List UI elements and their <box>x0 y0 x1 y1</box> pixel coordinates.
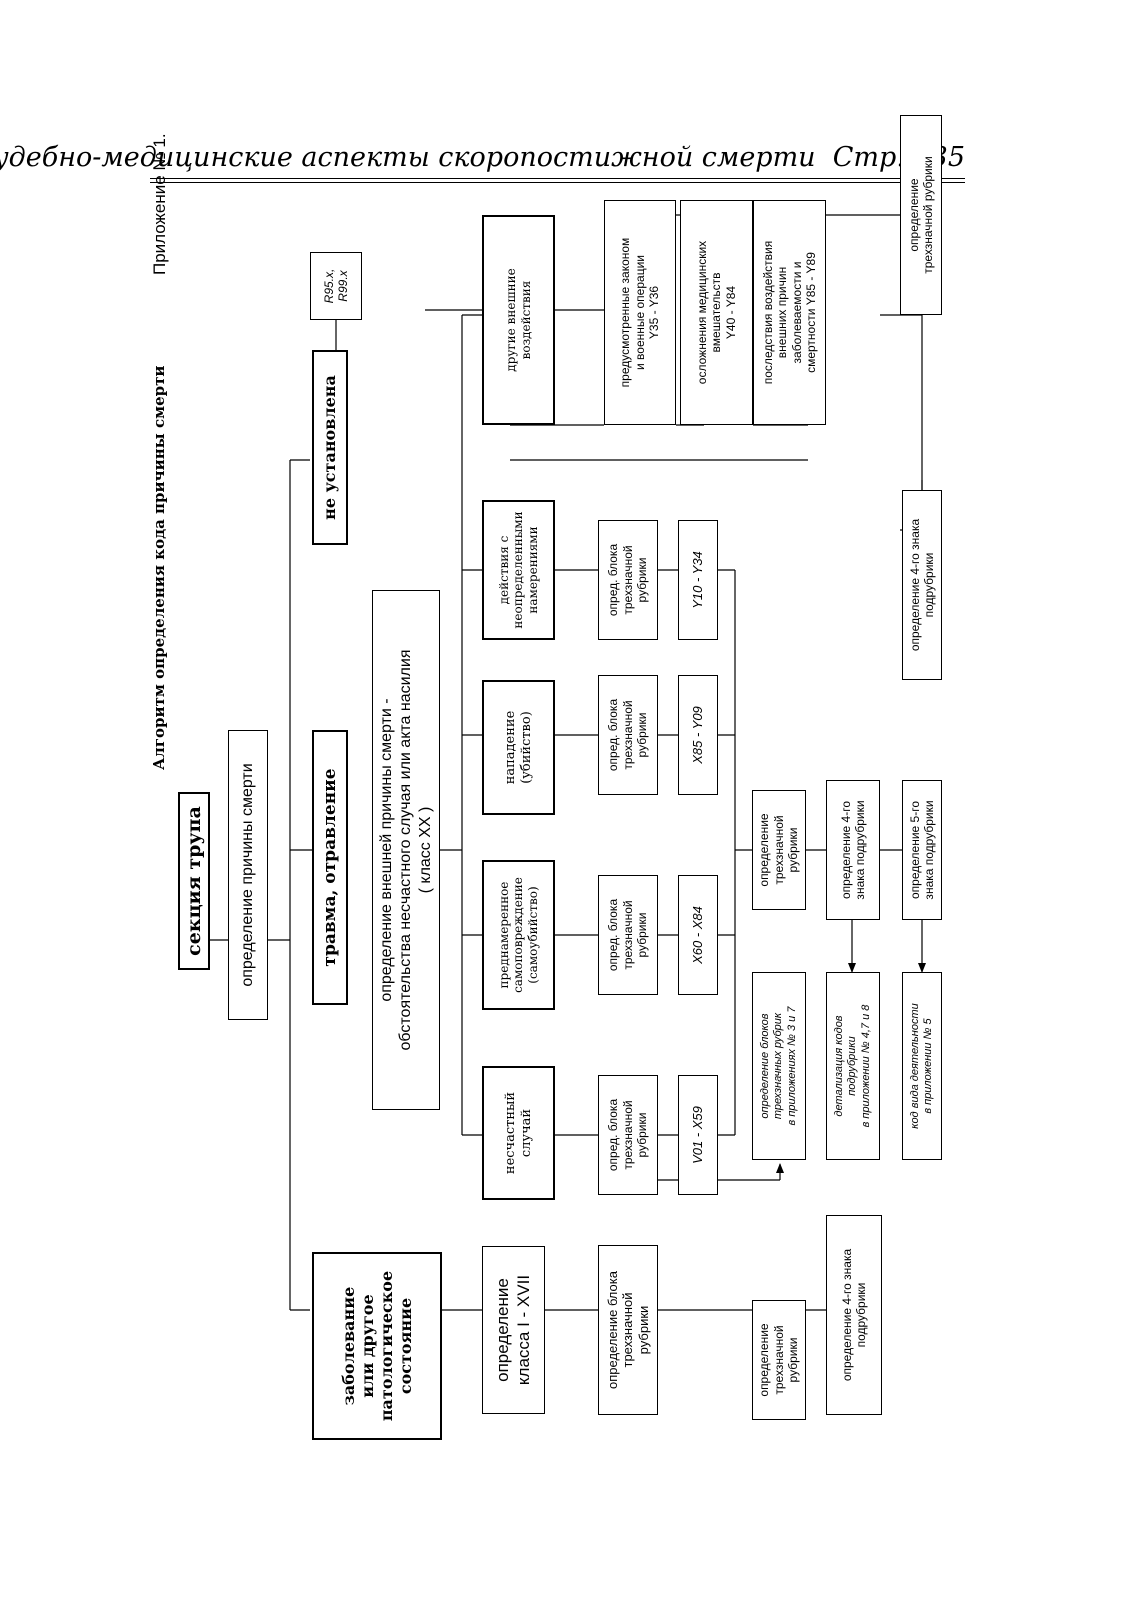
node-code-accident: V01 - X59 <box>678 1075 718 1195</box>
diagram-title: Алгоритм определения кода причины смерти <box>150 365 168 770</box>
node-undetermined: действия с неопределенными намерениями <box>482 500 555 640</box>
node-disease: заболевание или другое патологическое со… <box>312 1252 442 1440</box>
node-not-established: не установлена <box>312 350 348 545</box>
node-autopsy: секция трупа <box>178 792 210 970</box>
node-ext-cause: определение внешней причины смерти - обс… <box>372 590 440 1110</box>
node-class-def: определение класса I - XVII <box>482 1246 545 1414</box>
node-block-self-harm: опред. блока трехзначной рубрики <box>598 875 658 995</box>
node-other-external: другие внешние воздействия <box>482 215 555 425</box>
node-other-three: определение трехзначной рубрики <box>900 115 942 315</box>
node-d-block: определение блока трехзначной рубрики <box>598 1245 658 1415</box>
node-block-assault: опред. блока трехзначной рубрики <box>598 675 658 795</box>
node-legal-intervention: предусмотренные законом и военные операц… <box>604 200 676 425</box>
node-self-harm: преднамеренное самоповреждение (самоубий… <box>482 860 555 1010</box>
appendix-label: Приложение № 1. <box>150 133 169 275</box>
node-block-accident: опред. блока трехзначной рубрики <box>598 1075 658 1195</box>
node-trauma: травма, отравление <box>312 730 348 1005</box>
header-rule-double <box>150 182 965 183</box>
node-determine-cause: определение причины смерти <box>228 730 268 1020</box>
node-medical-complications: осложнения медицинских вмешательств Y40 … <box>680 200 753 425</box>
node-code-assault: X85 - Y09 <box>678 675 718 795</box>
running-header: Судебно-медицинские аспекты скоропостижн… <box>0 142 965 173</box>
node-d-fourth: определение 4-го знака подрубрики <box>826 1215 882 1415</box>
node-code-undetermined: Y10 - Y34 <box>678 520 718 640</box>
node-ext-three: определение трехзначной рубрики <box>752 790 806 910</box>
node-sequelae: последствия воздействия внешних причин з… <box>753 200 826 425</box>
note-appendix-5: код вида деятельности в приложении № 5 <box>902 972 942 1160</box>
node-ext-fifth: определение 5-го знака подрубрики <box>902 780 942 920</box>
node-block-undetermined: опред. блока трехзначной рубрики <box>598 520 658 640</box>
page-number: Стр. 135 <box>832 142 965 173</box>
node-ext-fourth: определение 4-го знака подрубрики <box>826 780 880 920</box>
note-appendix-3-7: определение блоков трехзначных рубрик в … <box>752 972 806 1160</box>
node-assault: нападение (убийство) <box>482 680 555 815</box>
node-code-self-harm: X60 - X84 <box>678 875 718 995</box>
page-header: Судебно-медицинские аспекты скоропостижн… <box>0 142 965 183</box>
node-accident: несчастный случай <box>482 1066 555 1200</box>
header-rule <box>150 178 965 179</box>
note-appendix-4-7-8: детализация кодов подрубрики в приложени… <box>826 972 880 1160</box>
running-title: Судебно-медицинские аспекты скоропостижн… <box>0 142 816 173</box>
node-r-codes: R95.x, R99.x <box>310 252 362 320</box>
node-undetermined-fourth: определение 4-го знака подрубрики <box>902 490 942 680</box>
node-d-three: определение трехзначной рубрики <box>752 1300 806 1420</box>
